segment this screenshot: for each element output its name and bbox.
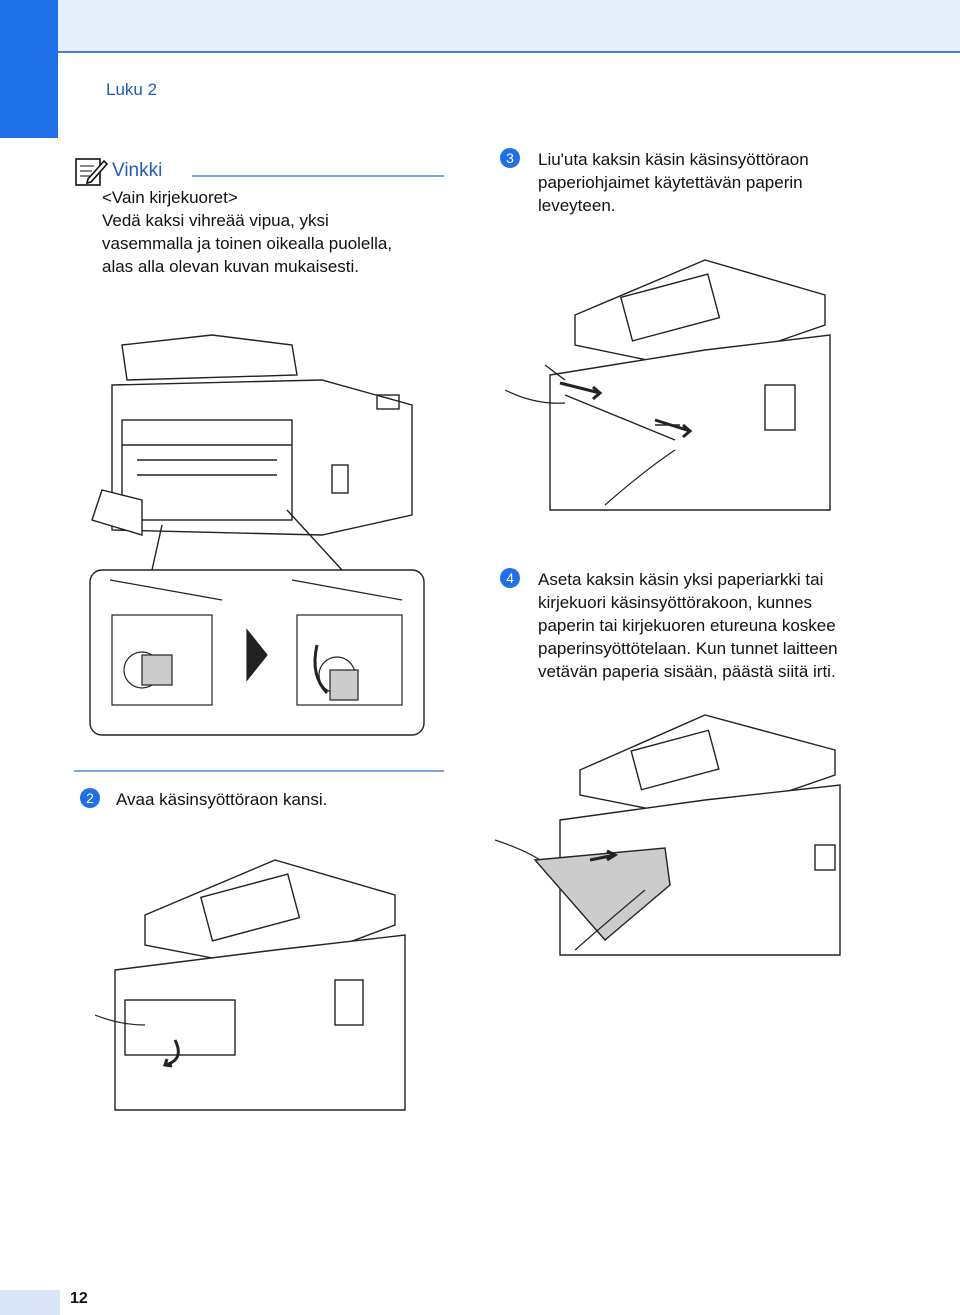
- step-line: paperinsyöttötelaan. Kun tunnet laitteen: [538, 639, 838, 658]
- note-line: <Vain kirjekuoret>: [102, 188, 238, 207]
- step-2-text: Avaa käsinsyöttöraon kansi.: [116, 788, 476, 811]
- section-rule: [74, 770, 444, 772]
- note-title: Vinkki: [112, 160, 163, 181]
- page-number: 12: [70, 1290, 88, 1307]
- step-line: vetävän paperia sisään, päästä siitä irt…: [538, 662, 836, 681]
- rear-levers-illustration: [89, 334, 425, 736]
- header-band: [0, 0, 960, 52]
- step-3-text: Liu'uta kaksin käsin käsinsyöttöraon pap…: [538, 148, 898, 217]
- note-line: alas alla olevan kuvan mukaisesti.: [102, 257, 360, 276]
- step-line: paperiohjaimet käytettävän paperin: [538, 173, 803, 192]
- footer-band: [0, 1290, 60, 1315]
- step-line: Avaa käsinsyöttöraon kansi.: [116, 790, 328, 809]
- step-line: Liu'uta kaksin käsin käsinsyöttöraon: [538, 150, 809, 169]
- step-line: Aseta kaksin käsin yksi paperiarkki tai: [538, 570, 824, 589]
- step-number-badge: 4: [500, 568, 520, 588]
- note-line: Vedä kaksi vihreää vipua, yksi: [102, 211, 329, 230]
- step-line: paperin tai kirjekuoren etureuna koskee: [538, 616, 836, 635]
- chapter-tab: [0, 0, 58, 138]
- open-cover-illustration: [95, 859, 406, 1111]
- step-4-text: Aseta kaksin käsin yksi paperiarkki tai …: [538, 568, 898, 683]
- paper-guides-illustration: [505, 259, 831, 511]
- step-number-badge: 3: [500, 148, 520, 168]
- insert-paper-illustration: [495, 714, 841, 956]
- note-body: <Vain kirjekuoret> Vedä kaksi vihreää vi…: [102, 186, 442, 278]
- step-line: leveyteen.: [538, 196, 616, 215]
- note-rule: [192, 175, 444, 177]
- chapter-label: Luku 2: [106, 80, 158, 99]
- note-line: vasemmalla ja toinen oikealla puolella,: [102, 234, 393, 253]
- step-number-badge: 2: [80, 788, 100, 808]
- note-pencil-icon: [75, 158, 108, 186]
- header-rule: [58, 51, 960, 53]
- step-line: kirjekuori käsinsyöttörakoon, kunnes: [538, 593, 813, 612]
